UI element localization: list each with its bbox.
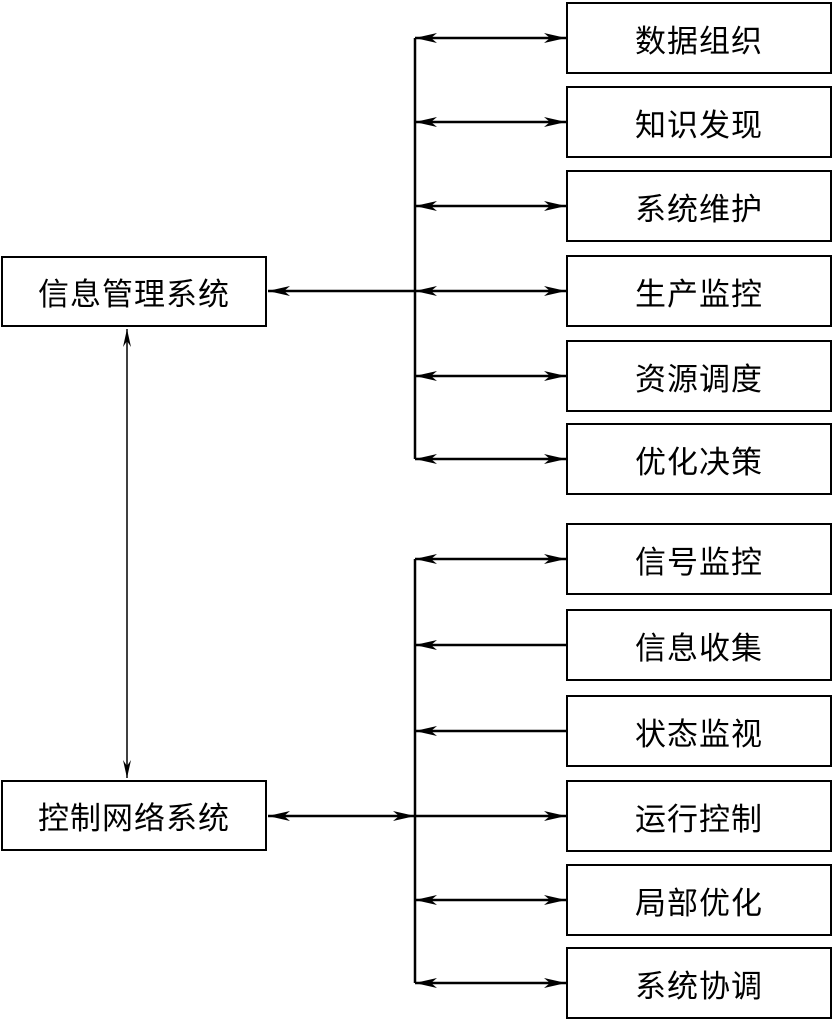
- control-branch-box: 信号监控: [566, 523, 832, 595]
- control-branch-label: 运行控制: [635, 801, 763, 838]
- arrow-left-icon: [415, 201, 437, 211]
- control-branch-label: 状态监视: [635, 716, 763, 753]
- control-branch-label: 信号监控: [635, 544, 763, 581]
- control-branch-box: 局部优化: [566, 864, 832, 936]
- control-network-system-box: 控制网络系统: [1, 780, 267, 851]
- arrow-down-icon: [123, 760, 131, 778]
- arrow-up-icon: [123, 329, 131, 347]
- control-branch-label: 系统协调: [635, 968, 763, 1005]
- control-branch-box: 状态监视: [566, 695, 832, 767]
- control-branch-box: 运行控制: [566, 780, 832, 852]
- arrow-left-icon: [415, 978, 437, 988]
- info-branch-box: 生产监控: [566, 255, 832, 327]
- arrow-right-icon: [544, 33, 566, 43]
- arrow-right-icon: [544, 371, 566, 381]
- info-branch-box: 知识发现: [566, 86, 832, 158]
- arrow-left-icon: [415, 895, 437, 905]
- arrow-right-icon: [544, 454, 566, 464]
- info-branch-label: 生产监控: [635, 276, 763, 313]
- info-management-system-box: 信息管理系统: [1, 256, 267, 327]
- info-branch-box: 系统维护: [566, 170, 832, 242]
- info-branch-box: 资源调度: [566, 340, 832, 412]
- info-branch-label: 知识发现: [635, 107, 763, 144]
- info-management-system-label: 信息管理系统: [38, 277, 230, 313]
- arrow-right-icon: [544, 978, 566, 988]
- info-branch-label: 数据组织: [635, 23, 763, 60]
- arrow-left-icon: [415, 371, 437, 381]
- arrow-right-icon: [393, 811, 415, 821]
- info-branch-box: 优化决策: [566, 423, 832, 495]
- arrow-left-icon: [415, 554, 437, 564]
- arrow-right-icon: [544, 201, 566, 211]
- arrow-right-icon: [544, 895, 566, 905]
- arrow-right-icon: [544, 554, 566, 564]
- arrow-left-icon: [268, 811, 290, 821]
- arrow-right-icon: [544, 811, 566, 821]
- arrow-left-icon: [415, 726, 437, 736]
- arrow-right-icon: [544, 117, 566, 127]
- arrow-left-icon: [415, 640, 437, 650]
- info-branch-box: 数据组织: [566, 2, 832, 74]
- info-branch-label: 优化决策: [635, 444, 763, 481]
- control-branch-label: 信息收集: [635, 630, 763, 667]
- arrow-right-icon: [544, 286, 566, 296]
- info-branch-label: 资源调度: [635, 361, 763, 398]
- arrow-left-icon: [415, 454, 437, 464]
- control-branch-label: 局部优化: [635, 885, 763, 922]
- control-branch-box: 信息收集: [566, 609, 832, 681]
- arrow-left-icon: [268, 286, 290, 296]
- arrow-left-icon: [415, 286, 437, 296]
- control-network-system-label: 控制网络系统: [38, 801, 230, 837]
- arrow-left-icon: [415, 33, 437, 43]
- info-branch-label: 系统维护: [635, 191, 763, 228]
- arrow-left-icon: [415, 117, 437, 127]
- control-branch-box: 系统协调: [566, 947, 832, 1019]
